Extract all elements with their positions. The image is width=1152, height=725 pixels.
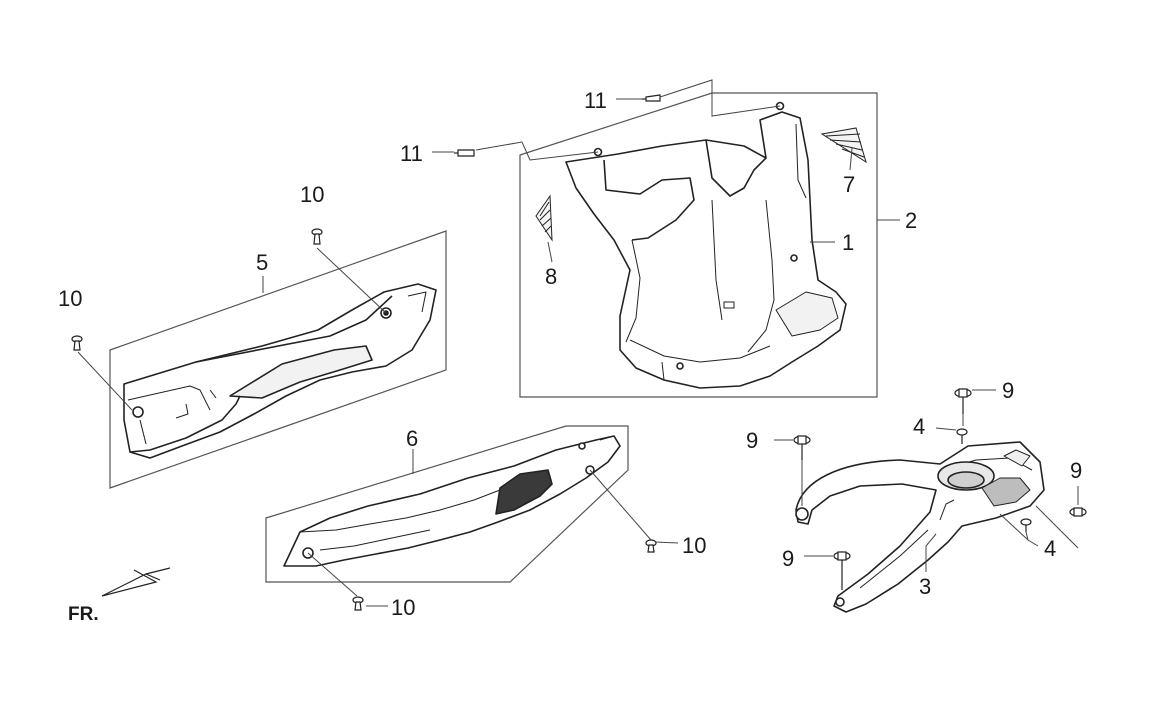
emblem-right-part <box>820 127 867 164</box>
front-direction-label: FR. <box>68 604 99 625</box>
callout-11b: 11 <box>400 141 423 166</box>
callout-10c: 10 <box>682 533 706 558</box>
screw-10b <box>71 335 83 351</box>
washer-4a <box>956 428 968 444</box>
callout-9a: 9 <box>1002 378 1014 403</box>
callout-4a: 4 <box>913 414 925 439</box>
leader-lines <box>77 79 1079 607</box>
rear-carrier-part <box>795 441 1045 613</box>
bolt-9b <box>793 435 811 460</box>
clip-11b <box>454 149 475 157</box>
side-cover-lower-part <box>283 435 621 567</box>
part-2-group-box <box>519 92 878 398</box>
screw-10a <box>311 228 323 245</box>
side-cover-left-part <box>123 283 437 459</box>
part-5-group-box <box>109 230 447 489</box>
callout-7: 7 <box>843 172 855 197</box>
callout-5: 5 <box>256 250 268 275</box>
part-6-group-box <box>265 425 629 583</box>
callout-1: 1 <box>842 230 854 255</box>
emblem-left-part <box>535 194 553 242</box>
callout-8: 8 <box>545 264 557 289</box>
callout-9d: 9 <box>782 546 794 571</box>
washer-4b <box>1020 518 1032 532</box>
callout-10d: 10 <box>391 595 415 620</box>
front-inner-cover-part <box>565 101 847 389</box>
callout-3: 3 <box>919 574 931 599</box>
callout-10b: 10 <box>58 286 82 311</box>
callout-4b: 4 <box>1044 536 1056 561</box>
screw-10d <box>352 596 364 611</box>
callout-9b: 9 <box>746 428 758 453</box>
callout-9c: 9 <box>1070 458 1082 483</box>
clip-11a <box>642 94 661 102</box>
callout-2: 2 <box>905 208 917 233</box>
callout-11a: 11 <box>584 88 607 113</box>
screw-10c <box>645 539 657 553</box>
callout-6: 6 <box>406 426 418 451</box>
bolt-9a <box>954 388 972 414</box>
bolt-9d <box>833 551 851 590</box>
front-direction-arrow-icon <box>101 567 171 597</box>
callout-10a: 10 <box>300 182 324 207</box>
bolt-9c <box>1069 507 1087 517</box>
